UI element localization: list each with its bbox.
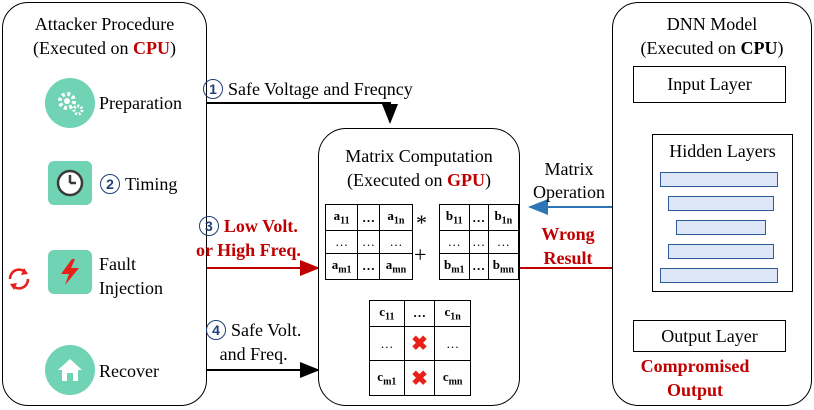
step2-number: 2 <box>100 174 120 194</box>
matrix-b-cell: bm1 <box>439 252 470 281</box>
gpu-title-prefix: (Executed on <box>347 170 447 190</box>
matrix-b-cell: … <box>468 252 489 281</box>
step-recover-label: Recover <box>99 361 159 381</box>
matrix-c: c11…c1n…✖…cm1✖cmn <box>369 300 471 396</box>
hidden-bar-3 <box>676 220 766 235</box>
matrix-c-cell: cmn <box>434 360 471 396</box>
attacker-title-prefix: (Executed on <box>33 38 133 58</box>
matrix-c-row: c11…c1n <box>369 300 471 327</box>
matrix-a: a11…a1n………am1…amn <box>324 203 414 281</box>
step4-line2: and Freq. <box>219 344 288 364</box>
matrix-a-cell: … <box>357 230 380 254</box>
matrix-c-cell: … <box>369 325 405 362</box>
hidden-bar-5 <box>660 268 778 283</box>
matrix-a-row: am1…amn <box>324 252 414 281</box>
lightning-icon <box>48 250 92 294</box>
matrix-a-cell: a11 <box>324 203 359 232</box>
step4-number: 4 <box>206 320 226 340</box>
attacker-panel <box>2 2 207 406</box>
dnn-title-prefix: (Executed on <box>640 38 741 58</box>
matrix-b-cell: … <box>468 230 489 254</box>
output-layer: Output Layer <box>633 320 786 352</box>
dnn-title-suffix: ) <box>777 38 784 58</box>
matrix-a-cell: … <box>357 203 380 232</box>
gpu-title-suffix: ) <box>484 170 491 190</box>
matrix-b-cell: b11 <box>439 203 470 232</box>
matrix-op-line2: Operation <box>533 182 605 202</box>
matrix-a-row: ……… <box>324 230 414 254</box>
matrix-b-row: ……… <box>439 230 520 254</box>
matrix-c-cell: cm1 <box>369 360 405 396</box>
hidden-layers-label: Hidden Layers <box>669 141 776 161</box>
matrix-b-cell: … <box>439 230 470 254</box>
refresh-icon <box>4 264 34 299</box>
attacker-title-suffix: ) <box>169 38 176 58</box>
matrix-b: b11…b1n………bm1…bmn <box>439 203 520 281</box>
arrow-step1 <box>160 102 398 124</box>
attacker-title: Attacker Procedure (Executed on CPU) <box>2 12 207 60</box>
gpu-title: Matrix Computation (Executed on GPU) <box>318 144 520 192</box>
input-layer: Input Layer <box>633 66 786 103</box>
matrix-b-cell: bmn <box>487 252 520 281</box>
matrix-b-cell: … <box>468 203 489 232</box>
matrix-a-cell: a1n <box>378 203 414 232</box>
attacker-device: CPU <box>132 38 170 58</box>
matrix-b-cell: b1n <box>487 203 520 232</box>
gear-icon <box>45 78 95 128</box>
matrix-op-line1: Matrix <box>544 159 594 179</box>
matrix-c-cell: ✖ <box>403 360 436 396</box>
hidden-bar-2 <box>668 196 774 211</box>
matrix-a-cell: … <box>324 230 359 254</box>
step-timing-label: Timing <box>125 174 178 194</box>
compromised-line2: Output <box>666 380 724 400</box>
hidden-layers: Hidden Layers <box>652 134 793 292</box>
step-fault-label: Fault Injection <box>99 252 163 300</box>
compromised-line1: Compromised <box>640 356 750 376</box>
matrix-c-cell: … <box>403 300 436 327</box>
dnn-title-line1: DNN Model <box>666 14 758 34</box>
matrix-b-row: bm1…bmn <box>439 252 520 281</box>
matrix-operation-label: Matrix Operation <box>523 158 615 204</box>
hidden-bar-1 <box>660 172 778 187</box>
matrix-a-cell: … <box>357 252 380 281</box>
step1-label: Safe Voltage and Freqncy <box>228 79 413 99</box>
gpu-device: GPU <box>446 170 485 190</box>
dnn-device: CPU <box>740 38 778 58</box>
step1-number: 1 <box>203 79 223 99</box>
gpu-title-line1: Matrix Computation <box>345 146 493 166</box>
matrix-c-row: cm1✖cmn <box>369 360 471 396</box>
hidden-bar-4 <box>668 244 774 259</box>
fault-line2: Injection <box>99 278 163 298</box>
home-icon <box>45 345 95 395</box>
matrix-a-cell: amn <box>378 252 414 281</box>
step3-line1: Low Volt. <box>223 216 298 236</box>
attacker-title-line1: Attacker Procedure <box>34 14 175 34</box>
step4-line1: Safe Volt. <box>231 320 302 340</box>
wrong-line1: Wrong <box>541 224 595 244</box>
matrix-a-cell: … <box>378 230 414 254</box>
dnn-title: DNN Model (Executed on CPU) <box>612 12 812 60</box>
matrix-b-cell: … <box>487 230 520 254</box>
step3-line2: or High Freq. <box>196 240 301 260</box>
step-preparation-label: Preparation <box>99 93 182 113</box>
matrix-b-row: b11…b1n <box>439 203 520 232</box>
multiply-symbol: * <box>416 210 427 235</box>
plus-symbol: + <box>414 242 427 267</box>
matrix-c-cell: c1n <box>434 300 471 327</box>
step3-number: 3 <box>198 216 219 236</box>
compromised-output-label: Compromised Output <box>636 354 754 402</box>
fault-line1: Fault <box>99 254 137 274</box>
matrix-c-row: …✖… <box>369 325 471 362</box>
matrix-c-cell: … <box>434 325 471 362</box>
wrong-line2: Result <box>543 248 593 268</box>
matrix-a-row: a11…a1n <box>324 203 414 232</box>
clock-icon <box>48 161 92 205</box>
matrix-c-cell: c11 <box>369 300 405 327</box>
matrix-c-cell: ✖ <box>403 325 436 362</box>
wrong-result-label: Wrong Result <box>526 222 610 270</box>
matrix-a-cell: am1 <box>324 252 359 281</box>
